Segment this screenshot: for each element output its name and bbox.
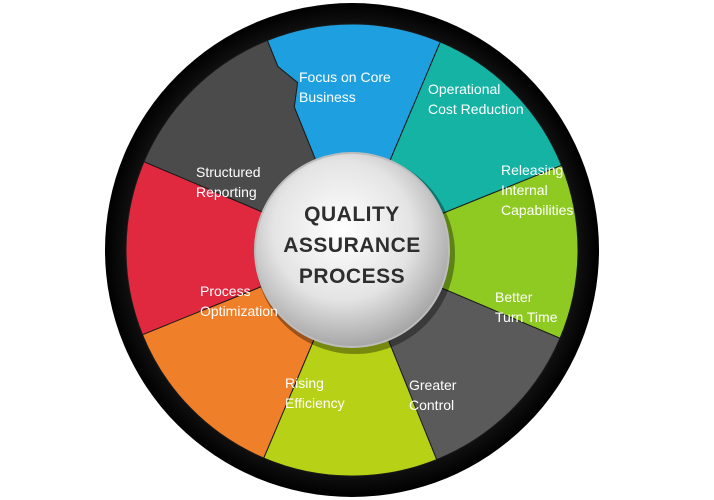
- segment-label-5-line-2: Control: [409, 397, 454, 413]
- segment-label-8-line-1: Structured: [196, 164, 261, 180]
- segment-label-1-line-2: Business: [299, 89, 356, 105]
- segment-label-6-line-2: Efficiency: [285, 395, 345, 411]
- segment-label-4-line-1: Better: [495, 289, 533, 305]
- segment-label-8-line-2: Reporting: [196, 184, 257, 200]
- segment-label-7-line-2: Optimization: [200, 303, 278, 319]
- segment-label-2-line-1: Operational: [428, 81, 500, 97]
- segment-label-6-line-1: Rising: [285, 375, 324, 391]
- center-title-line-2: ASSURANCE: [283, 234, 421, 257]
- segment-label-3-line-2: Internal: [501, 182, 548, 198]
- segment-label-3-line-3: Capabilities: [501, 202, 573, 218]
- center-title-line-3: PROCESS: [299, 265, 405, 288]
- segment-label-5-line-1: Greater: [409, 377, 457, 393]
- segment-label-1-line-1: Focus on Core: [299, 69, 391, 85]
- segment-label-7-line-1: Process: [200, 283, 251, 299]
- center-hub: [254, 152, 450, 348]
- segments-group: [125, 23, 579, 477]
- segment-label-4-line-2: Turn Time: [495, 309, 558, 325]
- center-title-line-1: QUALITY: [304, 203, 400, 226]
- segment-label-2-line-2: Cost Reduction: [428, 101, 524, 117]
- segment-label-3-line-1: Releasing: [501, 162, 563, 178]
